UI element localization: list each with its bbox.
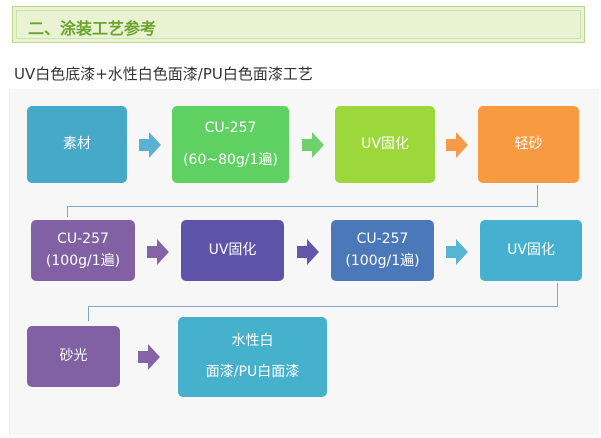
- step-cu257-coat-2-spec: (100g/1遍): [45, 252, 121, 269]
- step-topcoat: 水性白 面漆/PU白面漆: [178, 317, 327, 397]
- flow-arrow-2: [302, 132, 324, 158]
- row-connector-1: [68, 185, 538, 207]
- flow-arrow-4: [147, 239, 169, 265]
- flow-arrow-3: [446, 132, 468, 158]
- step-cu257-primer-spec: (60~80g/1遍): [183, 151, 278, 168]
- step-cu257-coat-3: CU-257 (100g/1遍): [331, 220, 434, 281]
- step-uv-cure-3: UV固化: [480, 220, 582, 281]
- step-uv-cure-2: UV固化: [181, 220, 284, 281]
- step-light-sanding: 轻砂: [478, 106, 579, 183]
- step-sanding: 砂光: [27, 326, 120, 387]
- step-cu257-coat-2: CU-257 (100g/1遍): [31, 220, 135, 281]
- process-subtitle: UV白色底漆+水性白色面漆/PU白色面漆工艺: [14, 65, 313, 83]
- step-light-sanding-label: 轻砂: [514, 135, 543, 152]
- flow-arrow-5: [297, 239, 319, 265]
- flow-arrow-1: [139, 132, 161, 158]
- step-topcoat-line2: 面漆/PU白面漆: [205, 364, 300, 380]
- flow-arrow-7: [138, 344, 160, 370]
- step-cu257-coat-3-spec: (100g/1遍): [345, 252, 420, 269]
- step-material-label: 素材: [63, 135, 91, 152]
- row-connector-2-h: [88, 306, 558, 321]
- step-cu257-coat-2-name: CU-257: [57, 231, 109, 247]
- step-cu257-coat-3-name: CU-257: [356, 231, 409, 247]
- step-cu257-primer: CU-257 (60~80g/1遍): [172, 106, 289, 183]
- flow-arrow-6: [446, 239, 468, 265]
- step-cu257-primer-name: CU-257: [204, 120, 257, 136]
- row-connector-2: [557, 283, 558, 307]
- step-material: 素材: [27, 106, 127, 183]
- step-uv-cure-3-label: UV固化: [507, 241, 555, 258]
- step-uv-cure-2-label: UV固化: [208, 241, 257, 258]
- step-uv-cure-1-label: UV固化: [361, 135, 409, 152]
- step-uv-cure-1: UV固化: [335, 106, 435, 183]
- section-title: 二、涂装工艺参考: [28, 19, 157, 38]
- row-connector-1-h: [67, 206, 538, 217]
- step-topcoat-line1: 水性白: [231, 332, 274, 349]
- step-sanding-label: 砂光: [59, 347, 88, 364]
- section-header-border: [16, 10, 581, 39]
- section-header: 二、涂装工艺参考: [12, 6, 585, 43]
